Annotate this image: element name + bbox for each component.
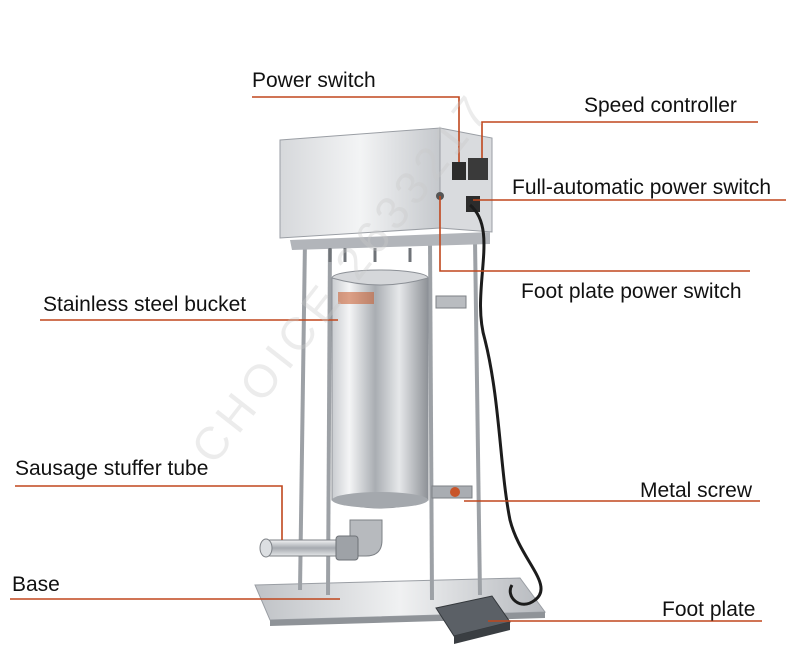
label-foot-plate: Foot plate (662, 598, 756, 621)
metal-screw (431, 485, 473, 499)
label-foot-plate-power-switch: Foot plate power switch (521, 280, 742, 303)
label-stainless-steel-bucket: Stainless steel bucket (43, 293, 247, 316)
leader-lines (10, 96, 786, 622)
frame-rods (298, 239, 482, 601)
label-power-switch: Power switch (252, 69, 376, 92)
power-switch-icon[interactable] (452, 162, 466, 180)
sausage-stuffer-tube (259, 519, 383, 561)
label-speed-controller: Speed controller (584, 94, 737, 117)
power-cable (468, 203, 543, 606)
speed-knob-icon[interactable] (468, 158, 488, 180)
label-sausage-stuffer-tube: Sausage stuffer tube (15, 457, 209, 480)
label-metal-screw: Metal screw (640, 479, 753, 502)
label-full-automatic-power-switch: Full-automatic power switch (512, 176, 772, 199)
label-base: Base (12, 573, 60, 596)
foot-pedal[interactable] (435, 595, 511, 644)
stainless-bucket (331, 269, 429, 509)
